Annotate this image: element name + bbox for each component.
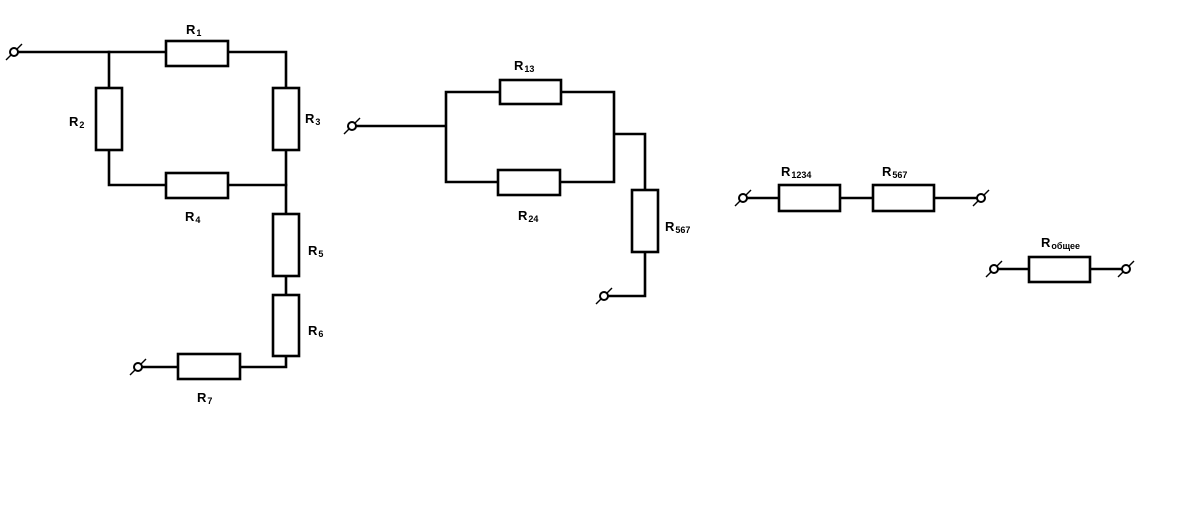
label-main: R bbox=[308, 243, 318, 258]
circuit-original bbox=[5, 39, 301, 381]
label-main: R bbox=[781, 164, 791, 179]
resistor-r13 bbox=[498, 78, 563, 106]
wire bbox=[12, 50, 288, 90]
wire bbox=[602, 250, 647, 298]
label-subscript: 567 bbox=[892, 170, 908, 180]
resistor-r7 bbox=[176, 352, 242, 381]
label-r13: R13 bbox=[514, 58, 535, 74]
label-subscript: 3 bbox=[315, 117, 321, 127]
label-r2: R2 bbox=[69, 114, 85, 130]
label-main: R bbox=[882, 164, 892, 179]
resistor-r1 bbox=[164, 39, 230, 68]
resistor-total bbox=[1027, 255, 1092, 284]
terminal bbox=[599, 291, 609, 301]
label-main: R bbox=[665, 219, 675, 234]
terminal bbox=[976, 193, 986, 203]
resistor-r1234 bbox=[777, 183, 842, 213]
label-subscript: 1234 bbox=[791, 170, 812, 180]
label-r24: R24 bbox=[518, 208, 539, 224]
terminal bbox=[989, 264, 999, 274]
label-r6: R6 bbox=[308, 323, 324, 339]
wire bbox=[107, 50, 288, 187]
terminal bbox=[738, 193, 748, 203]
label-r1234: R1234 bbox=[781, 164, 812, 180]
label-subscript: 13 bbox=[524, 64, 535, 74]
label-main: R bbox=[197, 390, 207, 405]
resistor-r4 bbox=[164, 171, 230, 200]
label-r7: R7 bbox=[197, 390, 213, 406]
label-r3: R3 bbox=[305, 111, 321, 127]
label-subscript: 6 bbox=[318, 329, 324, 339]
label-subscript: 24 bbox=[528, 214, 539, 224]
label-main: R bbox=[1041, 235, 1051, 250]
wire bbox=[350, 90, 647, 192]
circuit-equivalent bbox=[985, 255, 1135, 284]
circuit-simplified-2 bbox=[734, 183, 990, 213]
label-r1: R1 bbox=[186, 22, 202, 38]
label-subscript: общее bbox=[1051, 241, 1081, 251]
terminal bbox=[347, 121, 357, 131]
resistor-r567 bbox=[871, 183, 936, 213]
terminal bbox=[9, 47, 19, 57]
terminal bbox=[133, 362, 143, 372]
resistor-r6 bbox=[271, 293, 301, 358]
label-subscript: 4 bbox=[195, 215, 201, 225]
label-main: R bbox=[518, 208, 528, 223]
resistor-r567 bbox=[630, 188, 660, 254]
resistor-r5 bbox=[271, 212, 301, 278]
label-main: R bbox=[69, 114, 79, 129]
wire bbox=[136, 148, 288, 369]
terminal bbox=[1121, 264, 1131, 274]
resistor-r2 bbox=[94, 86, 124, 152]
label-main: R bbox=[514, 58, 524, 73]
resistor-r24 bbox=[496, 168, 562, 197]
label-subscript: 7 bbox=[207, 396, 213, 406]
label-subscript: 2 bbox=[79, 120, 85, 130]
circuit-simplified-1 bbox=[343, 78, 660, 305]
label-r5: R5 bbox=[308, 243, 324, 259]
label-main: R bbox=[308, 323, 318, 338]
label-r4: R4 bbox=[185, 209, 201, 225]
label-r-total: Rобщее bbox=[1041, 235, 1081, 251]
label-subscript: 5 bbox=[318, 249, 324, 259]
label-main: R bbox=[185, 209, 195, 224]
label-r567-series: R567 bbox=[882, 164, 908, 180]
label-subscript: 1 bbox=[196, 28, 202, 38]
label-main: R bbox=[186, 22, 196, 37]
label-subscript: 567 bbox=[675, 225, 691, 235]
resistor-r3 bbox=[271, 86, 301, 152]
label-r567: R567 bbox=[665, 219, 691, 235]
label-main: R bbox=[305, 111, 315, 126]
